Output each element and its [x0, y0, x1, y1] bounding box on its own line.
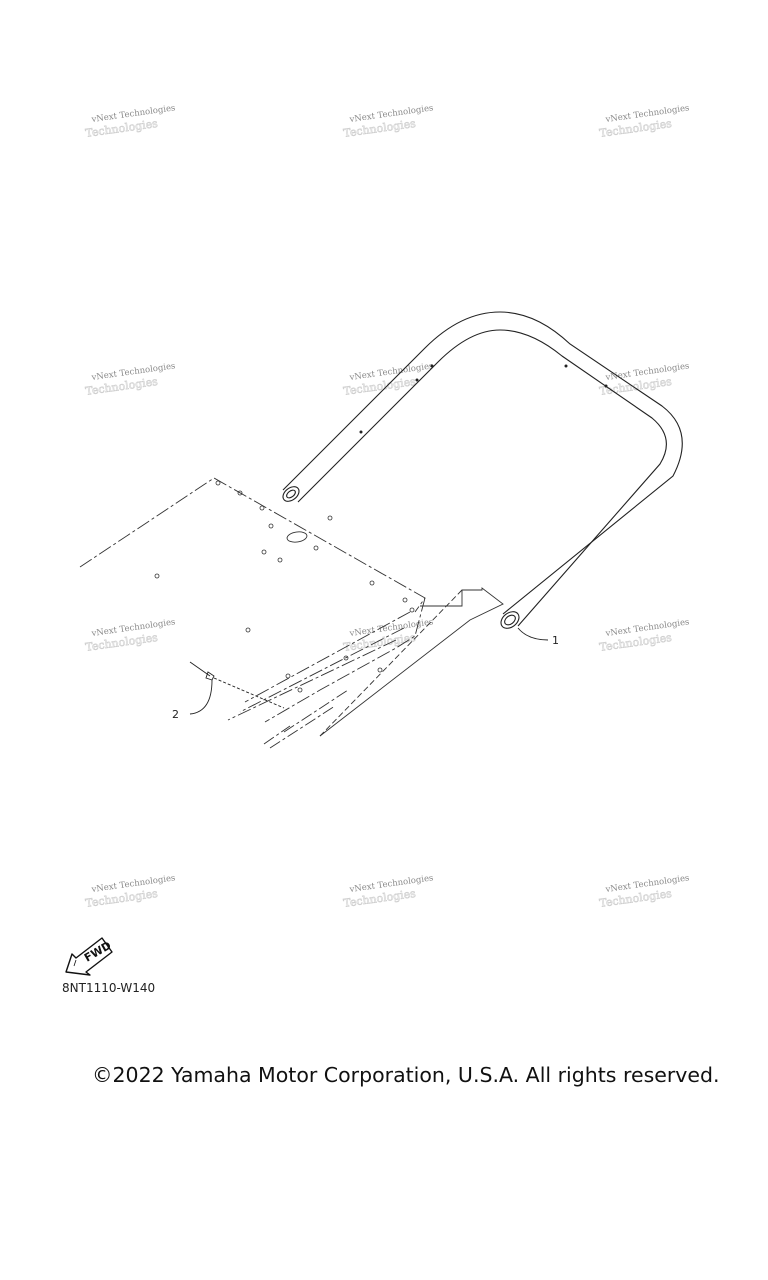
floor-panel — [79, 477, 504, 749]
panel-lower-dash — [263, 689, 349, 749]
bolt-part — [189, 661, 285, 709]
watermark: Technologies vNext Technologies — [84, 103, 176, 140]
tube-holes — [359, 364, 608, 434]
panel-edge-mid — [227, 611, 411, 721]
roll-bar-tube — [282, 311, 683, 629]
panel-step-left — [319, 589, 463, 737]
fwd-arrow-icon: FWD — [65, 937, 113, 976]
diagram-part-code: 8NT1110-W140 — [62, 981, 156, 995]
copyright-notice: ©2022 Yamaha Motor Corporation, U.S.A. A… — [92, 1063, 720, 1087]
watermark: Technologies vNext Technologies — [342, 103, 434, 140]
watermark: Technologies vNext Technologies — [84, 617, 176, 654]
panel-step — [319, 587, 504, 737]
panel-outline — [79, 477, 426, 613]
tube-end-right — [500, 611, 520, 629]
watermark: Technologies vNext Technologies — [342, 873, 434, 910]
watermark: Technologies vNext Technologies — [598, 103, 690, 140]
leader-line-2 — [189, 679, 213, 715]
tube-end-inner-left — [286, 489, 296, 499]
tube-end-left — [282, 486, 300, 502]
tube-outer-edge — [282, 311, 683, 615]
callout-2: 2 — [172, 679, 213, 721]
tube-inner-edge — [297, 329, 667, 627]
panel-holes — [154, 480, 415, 693]
watermark: Technologies vNext Technologies — [598, 361, 690, 398]
watermark: Technologies vNext Technologies — [342, 361, 434, 398]
callout-1: 1 — [517, 627, 559, 647]
tube-end-inner-right — [504, 614, 516, 626]
panel-edge-lower — [264, 597, 426, 723]
callout-label-2: 2 — [172, 708, 179, 721]
watermark-group: Technologies vNext Technologies Technolo… — [84, 103, 690, 910]
bolt-shank — [189, 661, 211, 677]
watermark: Technologies vNext Technologies — [598, 617, 690, 654]
panel-slot — [286, 531, 308, 543]
watermark: Technologies vNext Technologies — [598, 873, 690, 910]
leader-line-1 — [517, 627, 549, 641]
watermark: Technologies vNext Technologies — [84, 361, 176, 398]
callout-label-1: 1 — [552, 634, 559, 647]
bolt-axis — [213, 677, 285, 709]
watermark: Technologies vNext Technologies — [84, 873, 176, 910]
